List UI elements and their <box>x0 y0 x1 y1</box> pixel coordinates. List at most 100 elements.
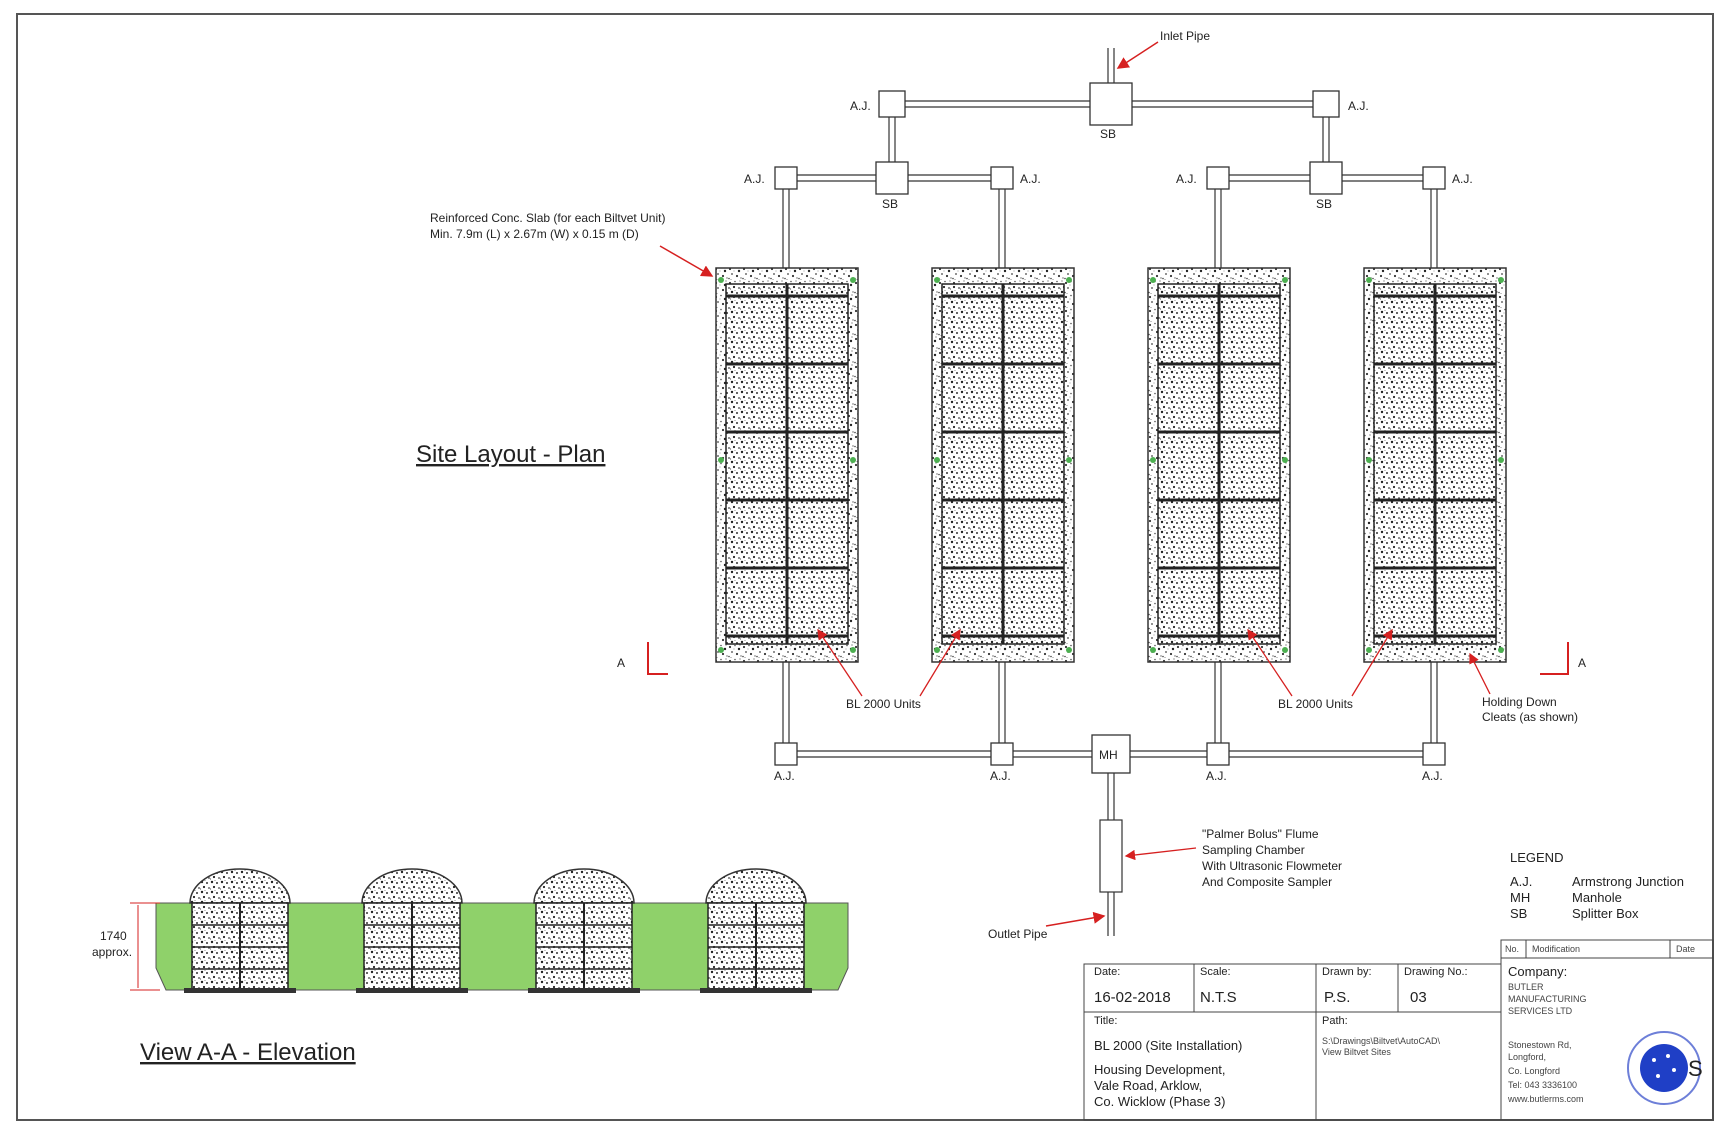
tb-drawn-label: Drawn by: <box>1322 966 1372 978</box>
tb-rev-no: No. <box>1505 944 1519 954</box>
tb-drawing-no: 03 <box>1410 989 1427 1006</box>
plan-title: Site Layout - Plan <box>416 441 605 468</box>
svg-text:SB: SB <box>1100 127 1116 141</box>
splitter-box-left: SB <box>875 161 909 211</box>
tb-title-line2: Housing Development, <box>1094 1062 1226 1077</box>
units-leader-3 <box>1247 628 1293 697</box>
tb-company-label: Company: <box>1508 964 1567 979</box>
legend-abbr-1: MH <box>1510 890 1530 905</box>
elevation-unit-3 <box>528 868 640 993</box>
inlet-pipe-label: Inlet Pipe <box>1160 29 1210 43</box>
company-logo: S <box>1627 1031 1703 1105</box>
tb-company-line3: SERVICES LTD <box>1508 1006 1573 1016</box>
legend-heading: LEGEND <box>1510 850 1563 865</box>
legend-abbr-0: A.J. <box>1510 874 1532 889</box>
elevation-dimension: 1740 approx. <box>92 902 160 991</box>
units-label-right: BL 2000 Units <box>1278 697 1353 711</box>
pipe-nodes: A.J. A.J. SB SB SB A.J. A.J. A.J. A.J. A.J. A.J. A.… <box>744 82 1473 783</box>
tb-drawn: P.S. <box>1324 989 1350 1006</box>
svg-text:A.J.: A.J. <box>990 769 1011 783</box>
legend-desc-0: Armstrong Junction <box>1572 874 1684 889</box>
flume-leader <box>1124 847 1197 861</box>
flume-line3: With Ultrasonic Flowmeter <box>1202 859 1342 873</box>
tb-addr-line2: Longford, <box>1508 1052 1546 1062</box>
tb-addr-line1: Stonestown Rd, <box>1508 1040 1572 1050</box>
svg-text:MH: MH <box>1099 748 1118 762</box>
cleats-line2: Cleats (as shown) <box>1482 710 1578 724</box>
svg-text:A.J.: A.J. <box>1452 172 1473 186</box>
svg-text:A.J.: A.J. <box>774 769 795 783</box>
tb-path-label: Path: <box>1322 1015 1348 1027</box>
bl2000-unit-4 <box>1363 267 1507 663</box>
aj-unit1-out: A.J. <box>774 742 798 783</box>
aj-top-right: A.J. <box>1312 90 1369 118</box>
sheet-border <box>16 13 1714 1121</box>
units-leader-1 <box>817 628 863 697</box>
tb-addr-line3: Co. Longford <box>1508 1066 1560 1076</box>
tb-path-line2: View Biltvet Sites <box>1322 1047 1391 1057</box>
bl2000-unit-3 <box>1147 267 1291 663</box>
tb-company-line1: BUTLER <box>1508 982 1544 992</box>
tb-date: 16-02-2018 <box>1094 989 1171 1006</box>
tb-company-line2: MANUFACTURING <box>1508 994 1587 1004</box>
tb-date-label: Date: <box>1094 966 1120 978</box>
aj-unit1-in: A.J. <box>744 166 798 190</box>
svg-text:A.J.: A.J. <box>850 99 871 113</box>
svg-text:SB: SB <box>882 197 898 211</box>
aj-unit4-in: A.J. <box>1422 166 1473 190</box>
cleats-leader <box>1469 652 1491 695</box>
tb-addr-line5: www.butlerms.com <box>1507 1094 1584 1104</box>
outlet-pipe-label: Outlet Pipe <box>988 927 1048 941</box>
elevation-unit-1 <box>184 868 296 993</box>
tb-scale-label: Scale: <box>1200 966 1231 978</box>
aj-unit4-out: A.J. <box>1422 742 1446 783</box>
legend-desc-1: Manhole <box>1572 890 1622 905</box>
svg-text:A.J.: A.J. <box>1206 769 1227 783</box>
tb-scale: N.T.S <box>1200 989 1237 1006</box>
cleats-line1: Holding Down <box>1482 695 1557 709</box>
section-marker-left: A <box>617 642 668 675</box>
logo-letter: S <box>1688 1056 1703 1081</box>
elevation-title: View A-A - Elevation <box>140 1039 356 1066</box>
flume-line4: And Composite Sampler <box>1202 875 1332 889</box>
tb-drawing-no-label: Drawing No.: <box>1404 966 1468 978</box>
slab-note-line1: Reinforced Conc. Slab (for each Biltvet … <box>430 211 665 225</box>
pipe-network <box>782 48 1438 936</box>
legend: LEGEND A.J. Armstrong Junction MH Manhol… <box>1510 850 1684 921</box>
svg-text:SB: SB <box>1316 197 1332 211</box>
units-label-left: BL 2000 Units <box>846 697 921 711</box>
slab-note-line2: Min. 7.9m (L) x 2.67m (W) x 0.15 m (D) <box>430 227 639 241</box>
splitter-box-right: SB <box>1309 161 1343 211</box>
bl2000-unit-2 <box>931 267 1075 663</box>
title-block <box>1083 939 1714 1121</box>
aj-unit2-out: A.J. <box>990 742 1014 783</box>
elevation-unit-4 <box>700 868 812 993</box>
aj-unit2-in: A.J. <box>990 166 1041 190</box>
aj-unit3-out: A.J. <box>1206 742 1230 783</box>
svg-text:A.J.: A.J. <box>744 172 765 186</box>
splitter-box-main: SB <box>1089 82 1133 141</box>
inlet-leader <box>1116 41 1159 69</box>
svg-text:A: A <box>617 656 625 670</box>
units-leader-4 <box>1351 628 1393 697</box>
units-leader-2 <box>919 628 961 697</box>
dim-unit: approx. <box>92 945 132 959</box>
elevation-unit-2 <box>356 868 468 993</box>
flume-line1: "Palmer Bolus" Flume <box>1202 827 1319 841</box>
tb-rev-mod: Modification <box>1532 944 1580 954</box>
svg-text:A.J.: A.J. <box>1020 172 1041 186</box>
tb-title-line1: BL 2000 (Site Installation) <box>1094 1038 1242 1053</box>
tb-addr-line4: Tel: 043 3336100 <box>1508 1080 1577 1090</box>
outlet-leader <box>1045 911 1106 927</box>
section-marker-right: A <box>1540 642 1586 675</box>
svg-text:A.J.: A.J. <box>1176 172 1197 186</box>
flume-chamber <box>1099 819 1123 893</box>
flume-line2: Sampling Chamber <box>1202 843 1305 857</box>
tb-title-line3: Vale Road, Arklow, <box>1094 1078 1202 1093</box>
manhole: MH <box>1091 734 1131 774</box>
tb-title-line4: Co. Wicklow (Phase 3) <box>1094 1094 1225 1109</box>
svg-text:A: A <box>1578 656 1586 670</box>
slab-leader <box>659 245 714 277</box>
bl2000-unit-1 <box>715 267 859 663</box>
